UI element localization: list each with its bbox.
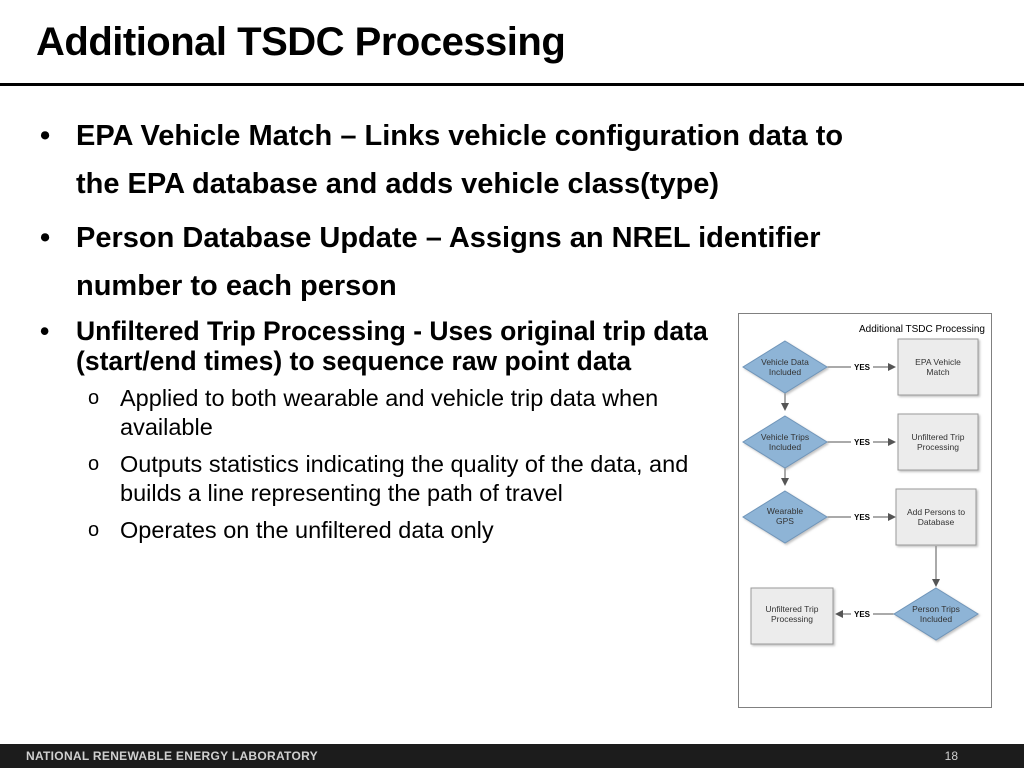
bullet-epa-vehicle-match: • EPA Vehicle Match – Links vehicle conf…: [40, 112, 880, 208]
flowchart-figure: Additional TSDC Processing YES YES YES Y…: [738, 313, 992, 708]
process-box: [895, 488, 977, 546]
title-divider: [0, 83, 1024, 86]
bullet-dot-icon: •: [40, 222, 51, 254]
footer-organization: NATIONAL RENEWABLE ENERGY LABORATORY: [26, 749, 318, 763]
process-box: [750, 587, 834, 645]
decision-diamond: [893, 587, 979, 641]
bullet-list: • EPA Vehicle Match – Links vehicle conf…: [40, 112, 880, 553]
process-label: Database: [918, 517, 955, 527]
circle-bullet-icon: o: [88, 453, 100, 475]
decision-label: Included: [769, 442, 801, 452]
process-label: Match: [926, 367, 949, 377]
flowchart-svg: Additional TSDC Processing YES YES YES Y…: [742, 324, 985, 645]
bullet-text: Unfiltered Trip Processing - Uses origin…: [76, 316, 708, 376]
process-epa-vehicle-match: EPA Vehicle Match: [897, 338, 979, 396]
decision-diamond: [742, 415, 828, 469]
circle-bullet-icon: o: [88, 519, 100, 541]
decision-person-trips-included: Person Trips Included: [893, 587, 979, 641]
decision-vehicle-trips-included: Vehicle Trips Included: [742, 415, 828, 469]
sub-bullet-text: Applied to both wearable and vehicle tri…: [120, 385, 659, 440]
decision-diamond: [742, 490, 828, 544]
sub-bullet-item: o Outputs statistics indicating the quali…: [76, 450, 720, 508]
decision-diamond: [742, 340, 828, 394]
process-label: Unfiltered Trip: [766, 604, 819, 614]
sub-bullet-text: Operates on the unfiltered data only: [120, 517, 494, 543]
process-label: EPA Vehicle: [915, 357, 961, 367]
process-label: Processing: [917, 442, 959, 452]
decision-label: Vehicle Trips: [761, 432, 809, 442]
yes-label: YES: [854, 513, 871, 522]
decision-label: Vehicle Data: [761, 357, 809, 367]
bullet-person-database-update: • Person Database Update – Assigns an NR…: [40, 214, 880, 310]
process-box: [897, 338, 979, 396]
decision-label: Person Trips: [912, 604, 960, 614]
sub-bullet-item: o Applied to both wearable and vehicle tr…: [76, 384, 720, 442]
process-unfiltered-trip-processing-2: Unfiltered Trip Processing: [750, 587, 834, 645]
process-label: Unfiltered Trip: [912, 432, 965, 442]
process-add-persons-to-database: Add Persons to Database: [895, 488, 977, 546]
yes-label: YES: [854, 610, 871, 619]
decision-label: Included: [769, 367, 801, 377]
footer-bar: NATIONAL RENEWABLE ENERGY LABORATORY 18: [0, 744, 1024, 768]
sub-bullet-item: o Operates on the unfiltered data only: [76, 516, 720, 545]
process-box: [897, 413, 979, 471]
decision-label: GPS: [776, 516, 794, 526]
yes-label: YES: [854, 438, 871, 447]
process-label: Add Persons to: [907, 507, 965, 517]
sub-bullet-text: Outputs statistics indicating the qualit…: [120, 451, 689, 506]
bullet-text: EPA Vehicle Match – Links vehicle config…: [76, 120, 844, 200]
decision-label: Wearable: [767, 506, 803, 516]
page-number: 18: [944, 749, 958, 763]
process-unfiltered-trip-processing: Unfiltered Trip Processing: [897, 413, 979, 471]
bullet-text: Person Database Update – Assigns an NREL…: [76, 222, 821, 302]
flowchart-title: Additional TSDC Processing: [859, 324, 985, 335]
decision-label: Included: [920, 614, 952, 624]
bullet-unfiltered-trip-processing: • Unfiltered Trip Processing - Uses orig…: [40, 316, 726, 545]
decision-vehicle-data-included: Vehicle Data Included: [742, 340, 828, 394]
bullet-dot-icon: •: [40, 316, 50, 346]
yes-label: YES: [854, 363, 871, 372]
process-label: Processing: [771, 614, 813, 624]
decision-wearable-gps: Wearable GPS: [742, 490, 828, 544]
circle-bullet-icon: o: [88, 387, 100, 409]
bullet-dot-icon: •: [40, 120, 51, 152]
slide-title: Additional TSDC Processing: [36, 20, 566, 64]
sub-bullet-list: o Applied to both wearable and vehicle tr…: [76, 384, 726, 545]
